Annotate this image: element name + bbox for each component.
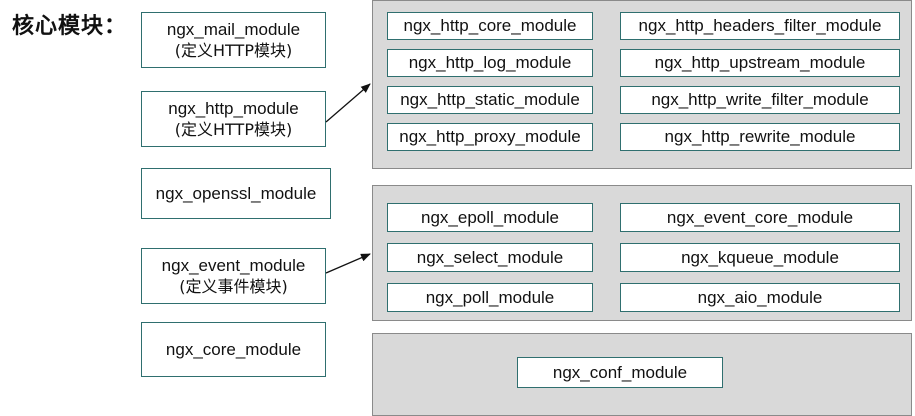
openssl-module-name: ngx_openssl_module xyxy=(155,184,317,203)
http-group-module: ngx_http_core_module xyxy=(387,12,593,40)
event-module-box: ngx_event_module (定义事件模块) xyxy=(141,248,326,304)
http-module-name: ngx_http_module xyxy=(168,99,299,118)
openssl-module-box: ngx_openssl_module xyxy=(141,168,331,219)
http-group-module: ngx_http_log_module xyxy=(387,49,593,77)
event-module-desc: (定义事件模块) xyxy=(179,277,288,296)
core-group-module: ngx_conf_module xyxy=(517,357,723,388)
page-title: 核心模块： xyxy=(12,14,128,39)
core-module-name: ngx_core_module xyxy=(165,340,302,359)
event-group-module: ngx_aio_module xyxy=(620,283,900,312)
event-group-module: ngx_kqueue_module xyxy=(620,243,900,272)
event-to-panel-arrow xyxy=(325,253,371,274)
http-group-module: ngx_http_rewrite_module xyxy=(620,123,900,151)
event-module-name: ngx_event_module xyxy=(161,256,306,275)
event-group-module: ngx_select_module xyxy=(387,243,593,272)
http-module-desc: (定义HTTP模块) xyxy=(174,120,293,139)
event-group-module: ngx_event_core_module xyxy=(620,203,900,232)
http-group-module: ngx_http_static_module xyxy=(387,86,593,114)
event-group-module: ngx_poll_module xyxy=(387,283,593,312)
http-group-module: ngx_http_proxy_module xyxy=(387,123,593,151)
mail-module-desc: (定义HTTP模块) xyxy=(174,41,293,60)
http-module-box: ngx_http_module (定义HTTP模块) xyxy=(141,91,326,147)
http-group-module: ngx_http_headers_filter_module xyxy=(620,12,900,40)
core-module-box: ngx_core_module xyxy=(141,322,326,377)
mail-module-name: ngx_mail_module xyxy=(166,20,301,39)
http-group-module: ngx_http_write_filter_module xyxy=(620,86,900,114)
event-group-module: ngx_epoll_module xyxy=(387,203,593,232)
http-to-panel-arrow xyxy=(325,83,371,123)
http-group-module: ngx_http_upstream_module xyxy=(620,49,900,77)
mail-module-box: ngx_mail_module (定义HTTP模块) xyxy=(141,12,326,68)
